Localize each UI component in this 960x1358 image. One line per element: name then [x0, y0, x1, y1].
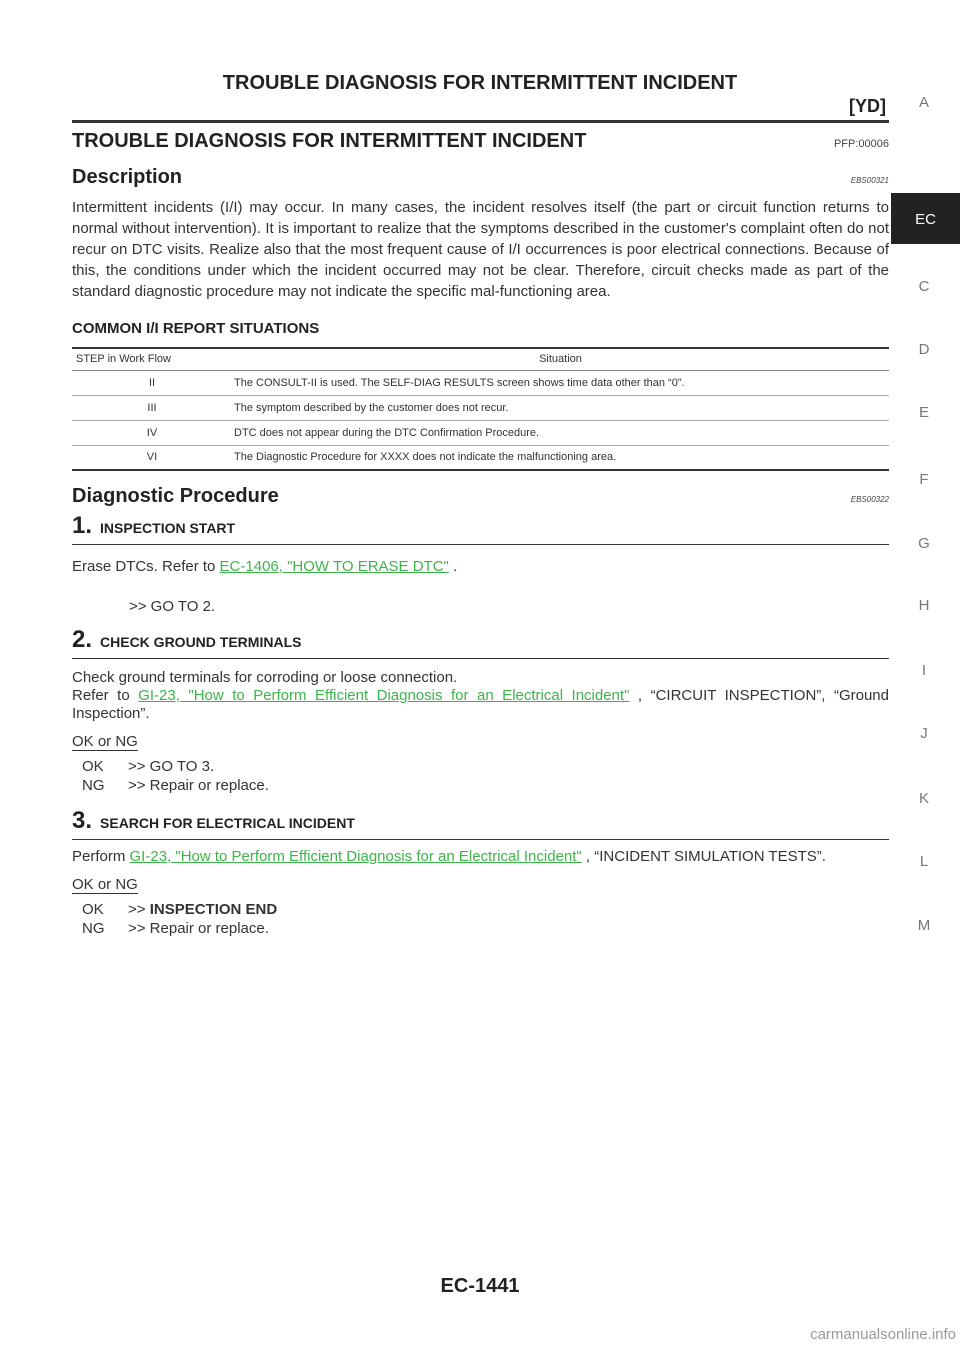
- step-2-line-1: Check ground terminals for corroding or …: [72, 669, 458, 686]
- table-cell-situation: The symptom described by the customer do…: [232, 395, 889, 421]
- step-3-ok-row: OK >> INSPECTION END: [82, 900, 889, 919]
- description-text: Intermittent incidents (I/I) may occur. …: [72, 199, 889, 300]
- table-row: IV DTC does not appear during the DTC Co…: [72, 420, 889, 446]
- table-cell-step: VI: [72, 445, 232, 471]
- side-tab-c[interactable]: C: [918, 278, 930, 295]
- situations-table: STEP in Work Flow Situation II The CONSU…: [72, 347, 889, 471]
- ng-label: NG: [82, 777, 105, 794]
- side-tab-i[interactable]: I: [921, 662, 927, 679]
- column-header-step: STEP in Work Flow: [72, 347, 232, 371]
- step-2-results: OK >> GO TO 3. NG >> Repair or replace.: [82, 757, 889, 795]
- step-2-title: CHECK GROUND TERMINALS: [100, 634, 302, 650]
- step-3-ng-row: NG >> Repair or replace.: [82, 919, 889, 938]
- procedure-title: Diagnostic Procedure: [72, 485, 279, 507]
- section-title: TROUBLE DIAGNOSIS FOR INTERMITTENT INCID…: [72, 130, 587, 152]
- table-cell-situation: DTC does not appear during the DTC Confi…: [232, 420, 889, 446]
- step-2-text-after: , “CIRCUIT INSPECTION”, “Ground Inspecti…: [72, 687, 889, 722]
- ok-label: OK: [82, 758, 104, 775]
- ng-label: NG: [82, 920, 105, 937]
- table-cell-step: II: [72, 370, 232, 396]
- table-cell-step: IV: [72, 420, 232, 446]
- step-2-number: 2.: [72, 626, 93, 653]
- step-3-text: Perform: [72, 848, 130, 865]
- section-index-tabs: A EC C D E F G H I J K L M: [888, 0, 960, 1358]
- ok-result: >> GO TO 3.: [128, 758, 215, 775]
- side-tab-e[interactable]: E: [918, 404, 929, 421]
- side-tab-j[interactable]: J: [920, 725, 928, 742]
- step-3-instruction: Perform GI-23, "How to Perform Efficient…: [72, 848, 889, 866]
- step-3-number: 3.: [72, 807, 93, 834]
- column-header-situation: Situation: [232, 347, 889, 371]
- side-tab-g[interactable]: G: [918, 535, 930, 552]
- side-tab-f[interactable]: F: [919, 471, 929, 488]
- side-tab-d[interactable]: D: [918, 341, 930, 358]
- ng-result: >> Repair or replace.: [128, 777, 269, 794]
- description-code: EBS00321: [850, 176, 889, 185]
- side-tab-m[interactable]: M: [917, 917, 931, 934]
- step-1-title: INSPECTION START: [100, 520, 236, 536]
- inspection-end-result: INSPECTION END: [149, 901, 278, 918]
- side-tab-a[interactable]: A: [918, 94, 929, 111]
- table-row: VI The Diagnostic Procedure for XXXX doe…: [72, 445, 889, 471]
- step-1-instruction: Erase DTCs. Refer to EC-1406, "HOW TO ER…: [72, 558, 889, 576]
- table-cell-situation: The CONSULT-II is used. The SELF-DIAG RE…: [232, 370, 889, 396]
- step-3-title: SEARCH FOR ELECTRICAL INCIDENT: [100, 815, 355, 831]
- step-1-text: Erase DTCs. Refer to: [72, 558, 220, 575]
- step-1-text-after: .: [448, 558, 458, 575]
- description-heading: Description EBS00321: [72, 166, 889, 189]
- step-3-heading: 3. SEARCH FOR ELECTRICAL INCIDENT: [72, 807, 889, 840]
- table-row: II The CONSULT-II is used. The SELF-DIAG…: [72, 370, 889, 396]
- table-cell-situation: The Diagnostic Procedure for XXXX does n…: [232, 445, 889, 471]
- description-title: Description: [72, 166, 183, 188]
- step-2-text: Refer to: [72, 687, 139, 704]
- side-tab-ec-active[interactable]: EC: [891, 193, 960, 244]
- step-3-results: OK >> INSPECTION END NG >> Repair or repla…: [82, 900, 889, 938]
- watermark: carmanualsonline.info: [810, 1326, 956, 1343]
- side-tab-k[interactable]: K: [918, 790, 929, 807]
- ok-prefix: >>: [128, 901, 150, 918]
- header-rule: [72, 120, 889, 123]
- ng-result: >> Repair or replace.: [128, 920, 269, 937]
- main-content: TROUBLE DIAGNOSIS FOR INTERMITTENT INCID…: [72, 126, 889, 938]
- erase-dtc-link[interactable]: EC-1406, "HOW TO ERASE DTC": [219, 558, 449, 575]
- step-3-ok-or-ng: OK or NG: [72, 876, 138, 894]
- side-tab-h[interactable]: H: [918, 597, 930, 614]
- section-code: PFP:00006: [833, 138, 889, 150]
- step-2-ok-row: OK >> GO TO 3.: [82, 757, 889, 776]
- electrical-incident-link[interactable]: GI-23, "How to Perform Efficient Diagnos…: [138, 687, 630, 704]
- table-cell-step: III: [72, 395, 232, 421]
- common-situations-title: COMMON I/I REPORT SITUATIONS: [72, 320, 320, 337]
- ok-label: OK: [82, 901, 104, 918]
- step-2-ok-or-ng: OK or NG: [72, 733, 138, 751]
- step-1-goto: >> GO TO 2.: [129, 598, 216, 615]
- header-model: [YD]: [849, 96, 886, 116]
- incident-simulation-link[interactable]: GI-23, "How to Perform Efficient Diagnos…: [129, 848, 582, 865]
- procedure-code: EBS00322: [850, 495, 889, 504]
- section-heading: TROUBLE DIAGNOSIS FOR INTERMITTENT INCID…: [72, 130, 889, 153]
- step-2-heading: 2. CHECK GROUND TERMINALS: [72, 626, 889, 659]
- table-header-row: STEP in Work Flow Situation: [72, 347, 889, 371]
- procedure-heading: Diagnostic Procedure EBS00322: [72, 485, 889, 508]
- table-row: III The symptom described by the custome…: [72, 395, 889, 421]
- step-2-ng-row: NG >> Repair or replace.: [82, 776, 889, 795]
- side-tab-l[interactable]: L: [919, 853, 929, 870]
- header-title: TROUBLE DIAGNOSIS FOR INTERMITTENT INCID…: [222, 72, 738, 94]
- step-3-text-after: , “INCIDENT SIMULATION TESTS”.: [581, 848, 826, 865]
- step-1-number: 1.: [72, 512, 93, 539]
- step-1-heading: 1. INSPECTION START: [72, 512, 889, 545]
- step-2-instruction: Refer to GI-23, "How to Perform Efficien…: [72, 687, 889, 723]
- page-number: EC-1441: [440, 1275, 520, 1297]
